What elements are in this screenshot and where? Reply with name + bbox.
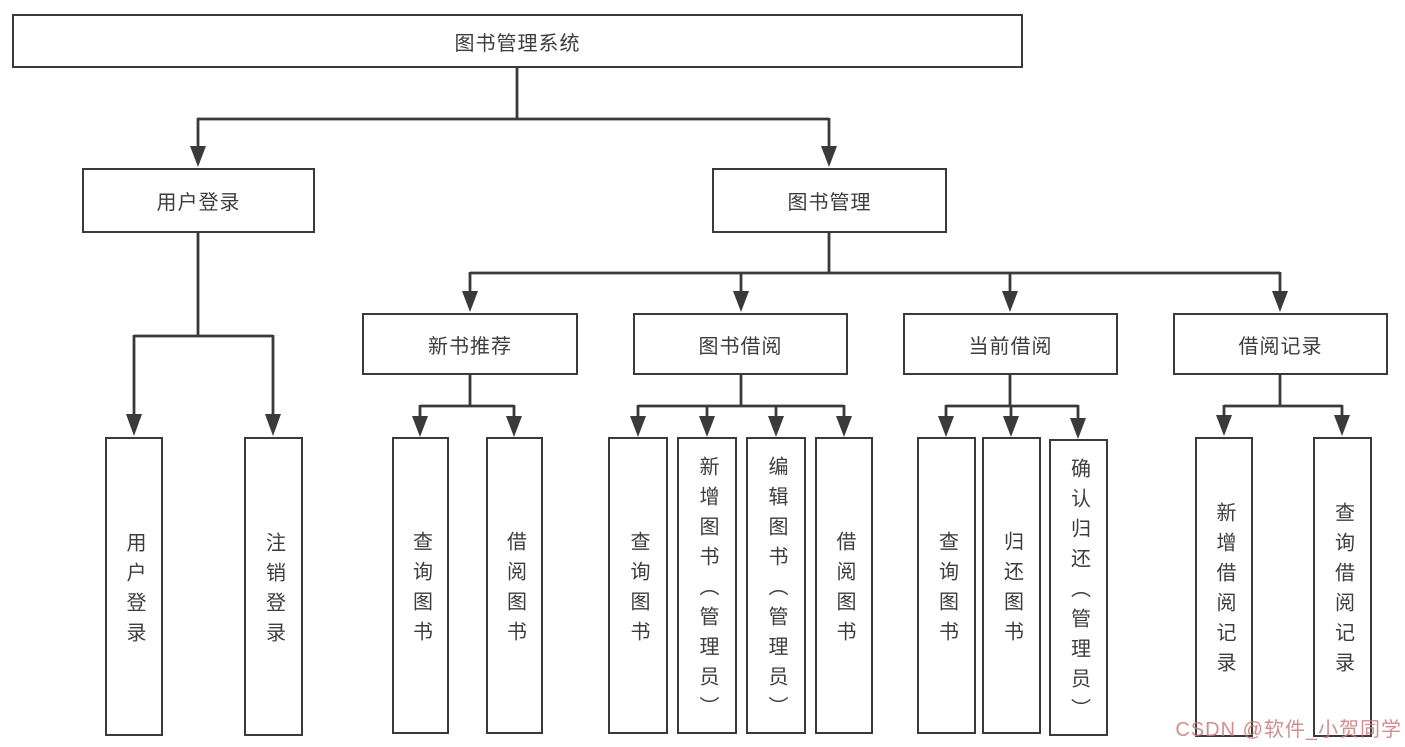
arrowhead-add-book bbox=[699, 416, 715, 437]
node-book-borrow: 图书借阅 bbox=[633, 313, 848, 375]
leaf-query-borrow-record-label: 查询借阅记录 bbox=[1331, 502, 1354, 682]
arrowhead-add-record bbox=[1216, 415, 1232, 436]
node-current-borrow-label: 当前借阅 bbox=[968, 335, 1053, 358]
arrowhead-borrow-book-rec bbox=[506, 416, 522, 437]
leaf-query-book-rec-label: 查询图书 bbox=[409, 530, 432, 651]
leaf-borrow-book-borrow: 借阅图书 bbox=[815, 437, 873, 734]
node-current-borrow: 当前借阅 bbox=[903, 313, 1118, 375]
node-book-mgmt-label: 图书管理 bbox=[787, 192, 872, 214]
leaf-query-book-current: 查询图书 bbox=[917, 437, 976, 734]
leaf-borrow-book-borrow-label: 借阅图书 bbox=[833, 530, 855, 651]
leaf-confirm-return-admin: 确认归还（管理员） bbox=[1049, 439, 1108, 736]
node-new-book-rec-label: 新书推荐 bbox=[428, 335, 512, 358]
arrowhead-query-record bbox=[1334, 415, 1350, 436]
arrowhead-current-borrow bbox=[1002, 291, 1018, 312]
node-root-label: 图书管理系统 bbox=[454, 32, 581, 55]
leaf-query-book-borrow-label: 查询图书 bbox=[627, 530, 649, 651]
arrowhead-new-book-rec bbox=[462, 291, 478, 312]
arrowhead-return-book bbox=[1003, 416, 1019, 437]
leaf-query-book-rec: 查询图书 bbox=[392, 437, 449, 734]
node-book-mgmt: 图书管理 bbox=[712, 168, 947, 233]
connector-book-mgmt bbox=[468, 233, 1282, 294]
arrowhead-book-borrow bbox=[733, 291, 749, 312]
csdn-watermark: CSDN @软件_小贺同学 bbox=[1175, 719, 1402, 741]
node-root: 图书管理系统 bbox=[12, 14, 1023, 68]
leaf-user-login-label: 用户登录 bbox=[123, 531, 145, 652]
arrowhead-query-book-borrow bbox=[630, 416, 646, 437]
arrowhead-query-book-rec bbox=[412, 416, 428, 437]
leaf-confirm-return-admin-label: 确认归还（管理员） bbox=[1067, 457, 1090, 728]
arrowhead-book-mgmt bbox=[821, 146, 837, 167]
leaf-add-book-admin-label: 新增图书（管理员） bbox=[696, 455, 718, 726]
connector-book-borrow bbox=[636, 375, 846, 417]
node-borrow-records-label: 借阅记录 bbox=[1238, 335, 1323, 358]
leaf-add-book-admin: 新增图书（管理员） bbox=[677, 437, 737, 734]
leaf-user-login: 用户登录 bbox=[105, 437, 163, 736]
leaf-return-book-label: 归还图书 bbox=[1000, 530, 1023, 651]
node-user-login: 用户登录 bbox=[82, 168, 315, 233]
arrowhead-confirm-return bbox=[1070, 418, 1086, 439]
leaf-add-borrow-record-label: 新增借阅记录 bbox=[1213, 502, 1235, 682]
node-book-borrow-label: 图书借阅 bbox=[698, 335, 783, 358]
arrowhead-query-book-current bbox=[938, 416, 954, 437]
arrowhead-leaf-logout bbox=[265, 414, 281, 436]
arrowhead-user-login bbox=[190, 146, 206, 167]
leaf-query-book-borrow: 查询图书 bbox=[608, 437, 668, 734]
leaf-logout: 注销登录 bbox=[244, 437, 303, 736]
arrowhead-edit-book bbox=[768, 416, 784, 437]
leaf-borrow-book-rec: 借阅图书 bbox=[486, 437, 543, 734]
arrowhead-leaf-user-login bbox=[126, 414, 142, 436]
leaf-query-book-current-label: 查询图书 bbox=[935, 530, 958, 651]
leaf-borrow-book-rec-label: 借阅图书 bbox=[503, 530, 526, 651]
leaf-return-book: 归还图书 bbox=[982, 437, 1041, 734]
node-new-book-rec: 新书推荐 bbox=[362, 313, 578, 375]
connector-root bbox=[196, 68, 831, 149]
arrowhead-borrow-book-borrow bbox=[836, 416, 852, 437]
leaf-query-borrow-record: 查询借阅记录 bbox=[1313, 437, 1372, 737]
connector-user-login bbox=[132, 233, 275, 415]
connector-borrow-records bbox=[1222, 375, 1344, 416]
connector-current-borrow bbox=[944, 375, 1080, 419]
connector-new-book-rec bbox=[418, 375, 516, 417]
leaf-edit-book-admin-label: 编辑图书（管理员） bbox=[765, 455, 787, 726]
node-user-login-label: 用户登录 bbox=[156, 192, 241, 214]
arrowhead-borrow-records bbox=[1272, 291, 1288, 312]
leaf-logout-label: 注销登录 bbox=[262, 531, 285, 652]
node-borrow-records: 借阅记录 bbox=[1173, 313, 1388, 375]
leaf-edit-book-admin: 编辑图书（管理员） bbox=[746, 437, 806, 734]
leaf-add-borrow-record: 新增借阅记录 bbox=[1195, 437, 1253, 737]
